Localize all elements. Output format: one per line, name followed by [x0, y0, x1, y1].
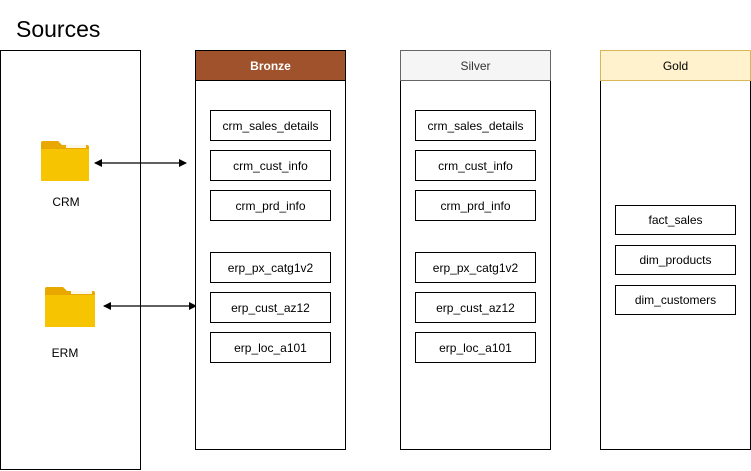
gold-table-fact-sales[interactable]: fact_sales: [615, 205, 736, 235]
silver-table-erp-px-catg1v2[interactable]: erp_px_catg1v2: [415, 252, 536, 283]
silver-table-crm-cust-info[interactable]: crm_cust_info: [415, 150, 536, 181]
bronze-table-erp-cust-az12[interactable]: erp_cust_az12: [210, 292, 331, 323]
sources-panel: [0, 50, 141, 470]
crm-label: CRM: [52, 195, 80, 209]
silver-table-erp-cust-az12[interactable]: erp_cust_az12: [415, 292, 536, 323]
crm-folder-icon[interactable]: [40, 140, 90, 182]
erm-label: ERM: [51, 346, 79, 360]
silver-header: Silver: [400, 50, 551, 81]
bronze-header: Bronze: [195, 50, 346, 81]
gold-table-dim-customers[interactable]: dim_customers: [615, 285, 736, 315]
gold-table-dim-products[interactable]: dim_products: [615, 245, 736, 275]
silver-table-crm-prd-info[interactable]: crm_prd_info: [415, 190, 536, 221]
bronze-table-erp-px-catg1v2[interactable]: erp_px_catg1v2: [210, 252, 331, 283]
bronze-table-crm-prd-info[interactable]: crm_prd_info: [210, 190, 331, 221]
silver-table-erp-loc-a101[interactable]: erp_loc_a101: [415, 332, 536, 363]
silver-table-crm-sales-details[interactable]: crm_sales_details: [415, 110, 536, 141]
bronze-table-crm-sales-details[interactable]: crm_sales_details: [210, 110, 331, 141]
bronze-table-erp-loc-a101[interactable]: erp_loc_a101: [210, 332, 331, 363]
erm-folder-icon[interactable]: [44, 286, 96, 328]
bronze-table-crm-cust-info[interactable]: crm_cust_info: [210, 150, 331, 181]
page-title: Sources: [16, 16, 101, 42]
gold-header: Gold: [600, 50, 751, 81]
